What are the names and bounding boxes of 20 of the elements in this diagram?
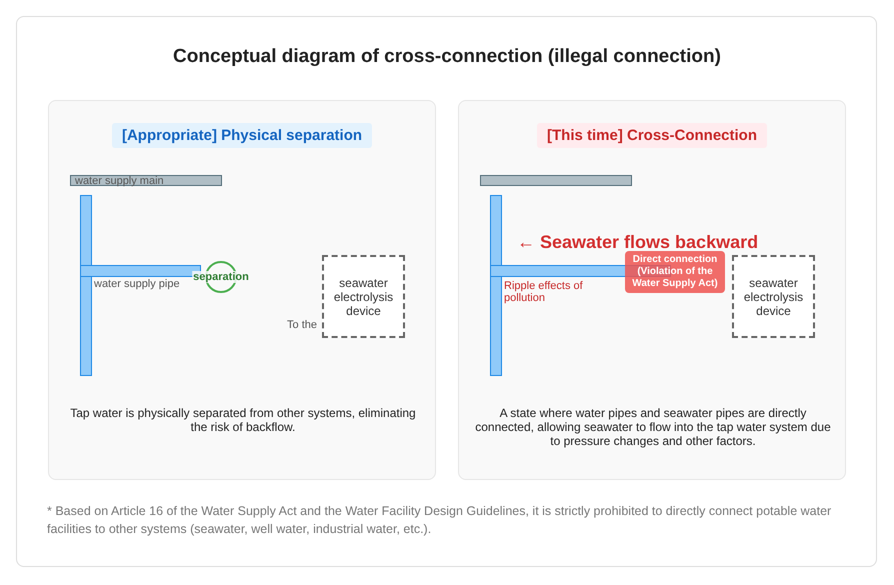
water-main-bar: water supply main xyxy=(70,175,222,186)
footnote: * Based on Article 16 of the Water Supply Act and the Water Facility Design Guidelines, it is strictly prohibited to directly connect potable water facilities to other systems (seawater, well water, industrial water, etc.). xyxy=(47,503,832,538)
pipe-label: water supply pipe xyxy=(94,278,180,290)
panel xyxy=(48,100,436,480)
description-text: A state where water pipes and seawater pipes are directly connected, allowing seawater to flow into the tap water system due to pressure changes and other factors. xyxy=(474,406,832,448)
backflow-warning: ← Seawater flows backward xyxy=(517,232,758,253)
device-label: seawater electrolysis device xyxy=(742,276,804,318)
device-label: seawater electrolysis device xyxy=(332,276,394,318)
pollution-label: Ripple effects of pollution xyxy=(504,280,584,304)
panel-heading: [This time] Cross-Connection xyxy=(537,123,767,148)
diagram-title: Conceptual diagram of cross-connection (illegal connection) xyxy=(172,46,722,68)
device-box xyxy=(732,255,815,338)
device-note: To the xyxy=(287,319,317,331)
device-box xyxy=(322,255,405,338)
separation-label: separation xyxy=(192,271,250,283)
panel-heading: [Appropriate] Physical separation xyxy=(112,123,372,148)
water-main-bar xyxy=(480,175,632,186)
panel xyxy=(458,100,846,480)
warning-badge: Direct connection (Violation of the Water Supply Act) xyxy=(625,251,725,293)
description-text: Tap water is physically separated from other systems, eliminating the risk of backflow. xyxy=(69,406,417,434)
